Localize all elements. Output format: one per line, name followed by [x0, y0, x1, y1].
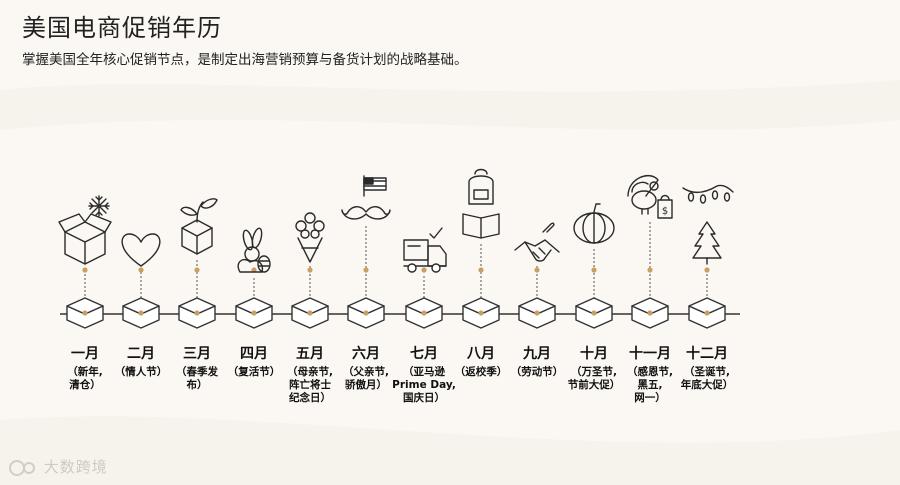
month-name: 八月 [467, 346, 495, 362]
month-events: （圣诞节, 年底大促） [680, 366, 734, 391]
month-node-box [122, 297, 160, 329]
connector-dot [307, 267, 313, 273]
month-events: （母亲节, 阵亡将士 纪念日） [287, 366, 333, 404]
month-node-box [575, 297, 613, 329]
month-name: 九月 [523, 346, 551, 362]
month-name: 二月 [127, 346, 155, 362]
month-events: （春季发 布） [176, 366, 218, 391]
watermark-logo-icon [9, 459, 35, 476]
month-node-box [291, 297, 329, 329]
month-name: 一月 [71, 346, 99, 362]
watermark-text: 大数跨境 [43, 458, 108, 476]
connector-dot [363, 267, 369, 273]
xmas-tree-lights-icon [682, 184, 734, 265]
page-title: 美国电商促销年历 [22, 14, 222, 42]
month-label-7: 七月 （亚马逊 Prime Day, 国庆日） [389, 345, 459, 405]
month-name: 十月 [580, 346, 608, 362]
month-label-12: 十二月 （圣诞节, 年底大促） [672, 345, 742, 392]
page-subtitle: 掌握美国全年核心促销节点，是制定出海营销预算与备货计划的战略基础。 [22, 52, 468, 68]
month-events: （万圣节, 节前大促） [567, 366, 621, 391]
turkey-bag-icon: $ [627, 175, 673, 219]
month-node-box [518, 297, 556, 329]
connector-dot [138, 267, 144, 273]
month-label-3: 三月 （春季发 布） [162, 345, 232, 392]
month-node-box [66, 297, 104, 329]
snowflake-box-icon [58, 195, 112, 265]
month-events: （返校季） [454, 366, 508, 378]
connector-dot [647, 267, 653, 273]
month-events: （父亲节, 骄傲月） [343, 366, 389, 391]
month-events: （复活节） [227, 366, 281, 378]
month-label-6: 六月 （父亲节, 骄傲月） [331, 345, 401, 392]
month-events: （情人节） [114, 366, 168, 378]
watermark: 大数跨境 [8, 456, 108, 477]
month-label-9: 九月 （劳动节） [502, 345, 572, 379]
connector-dot [421, 267, 427, 273]
backpack-book-icon [462, 168, 500, 239]
month-name: 十二月 [686, 346, 728, 362]
delivery-truck-icon [403, 227, 447, 273]
sprout-box-icon [180, 198, 218, 255]
month-node-box [178, 297, 216, 329]
connector-dot [591, 267, 597, 273]
month-label-10: 十月 （万圣节, 节前大促） [559, 345, 629, 392]
month-node-box [631, 297, 669, 329]
month-node-box [462, 297, 500, 329]
flag-mustache-icon [341, 175, 391, 220]
month-name: 十一月 [629, 346, 671, 362]
month-node-box [347, 297, 385, 329]
month-events: （感恩节, 黑五, 网一） [627, 366, 673, 404]
connector-dot [194, 267, 200, 273]
bunny-egg-icon [237, 227, 271, 273]
heart-icon [121, 233, 161, 267]
connector-dot [478, 267, 484, 273]
month-node-box [235, 297, 273, 329]
month-events: （亚马逊 Prime Day, 国庆日） [392, 366, 456, 404]
month-label-5: 五月 （母亲节, 阵亡将士 纪念日） [275, 345, 345, 405]
month-node-box [405, 297, 443, 329]
svg-text:$: $ [662, 206, 668, 217]
month-name: 四月 [240, 346, 268, 362]
connector-dot [534, 267, 540, 273]
pumpkin-icon [573, 203, 615, 244]
month-name: 六月 [352, 346, 380, 362]
connector-dot [82, 267, 88, 273]
connector-dot [704, 267, 710, 273]
handshake-icon [514, 222, 560, 262]
month-label-2: 二月 （情人节） [106, 345, 176, 379]
month-label-4: 四月 （复活节） [219, 345, 289, 379]
month-name: 七月 [410, 346, 438, 362]
month-name: 五月 [296, 346, 324, 362]
month-events: （新年, 清仓） [67, 366, 103, 391]
bouquet-icon [295, 212, 325, 263]
month-node-box [688, 297, 726, 329]
month-name: 三月 [183, 346, 211, 362]
month-label-11: 十一月 （感恩节, 黑五, 网一） [615, 345, 685, 405]
month-label-8: 八月 （返校季） [446, 345, 516, 379]
month-events: （劳动节） [510, 366, 564, 378]
month-label-1: 一月 （新年, 清仓） [50, 345, 120, 392]
